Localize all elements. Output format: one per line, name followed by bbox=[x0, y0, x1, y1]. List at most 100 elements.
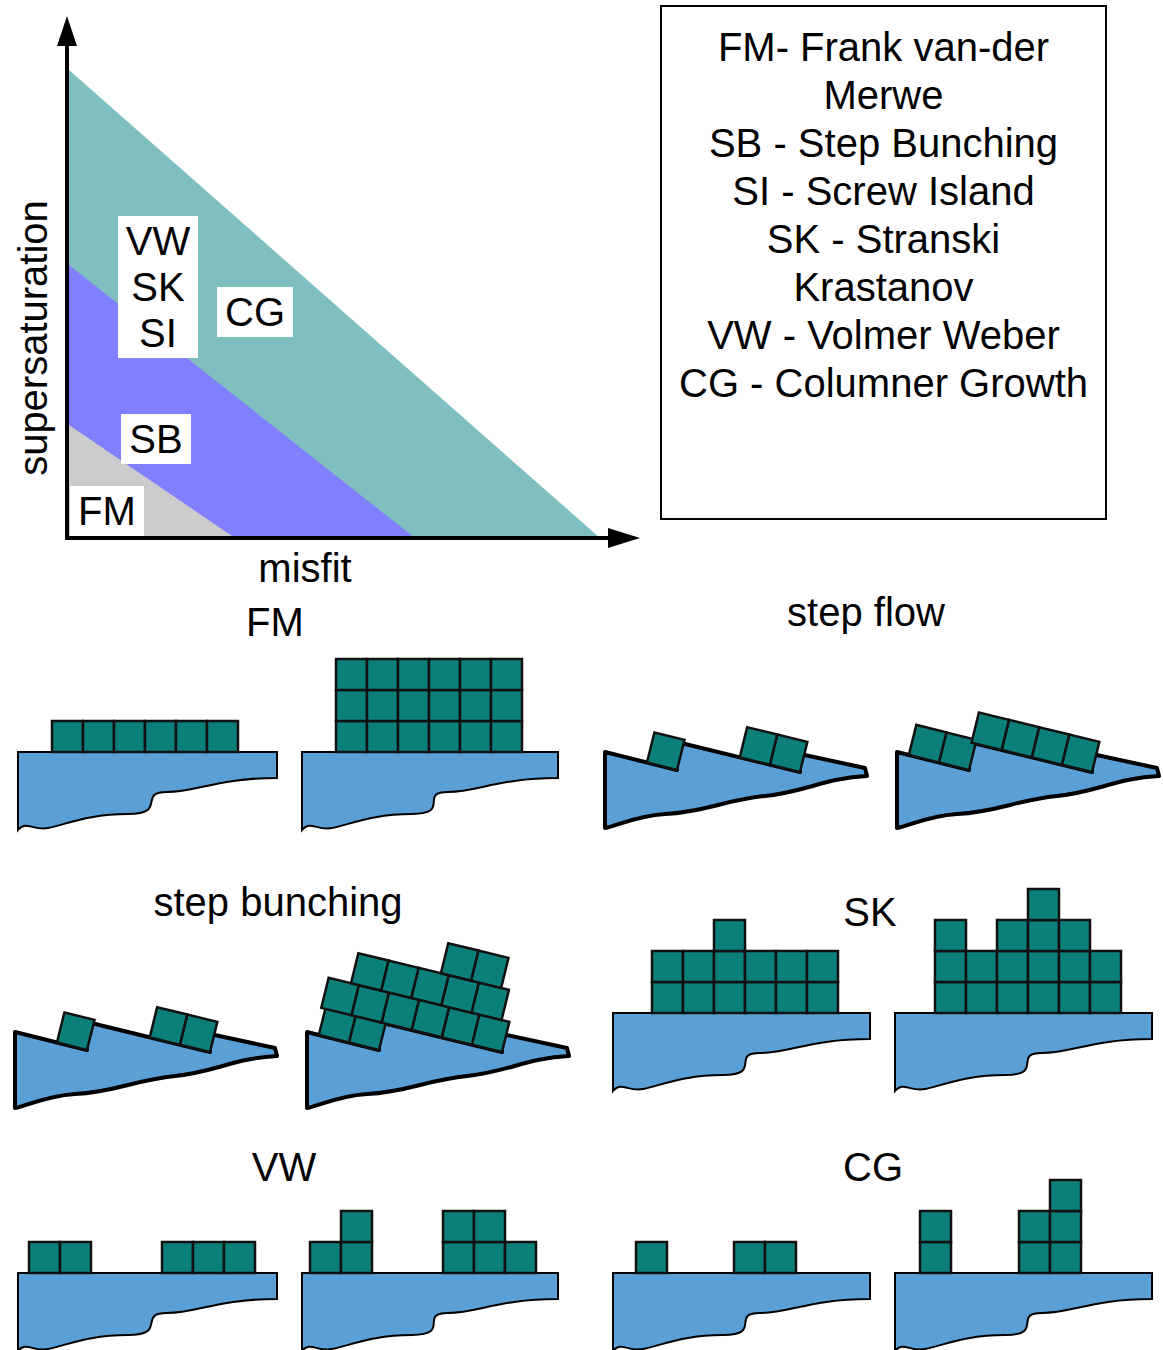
region-code: SB bbox=[129, 416, 182, 462]
legend-entry: FM- Frank van-der Merwe bbox=[672, 23, 1095, 119]
block bbox=[114, 721, 145, 752]
block bbox=[1028, 951, 1059, 982]
vicinal-substrate bbox=[15, 1022, 277, 1108]
block bbox=[341, 1211, 372, 1242]
block bbox=[652, 982, 683, 1013]
block bbox=[429, 690, 460, 721]
block bbox=[336, 659, 367, 690]
block bbox=[491, 690, 522, 721]
block bbox=[683, 982, 714, 1013]
block bbox=[636, 1242, 667, 1273]
substrate bbox=[18, 752, 277, 830]
cg-region bbox=[69, 70, 600, 538]
block bbox=[367, 690, 398, 721]
block bbox=[966, 951, 997, 982]
block bbox=[776, 982, 807, 1013]
block bbox=[1050, 1180, 1081, 1211]
block bbox=[145, 721, 176, 752]
panel-title: FM bbox=[246, 599, 304, 645]
block bbox=[367, 659, 398, 690]
adatom-blocks bbox=[321, 918, 524, 1052]
block bbox=[807, 951, 838, 982]
block bbox=[714, 982, 745, 1013]
block bbox=[966, 982, 997, 1013]
adatom-blocks bbox=[636, 1242, 796, 1273]
substrate bbox=[895, 1013, 1152, 1091]
block bbox=[57, 1012, 95, 1050]
adatom-blocks bbox=[652, 920, 838, 1013]
block bbox=[997, 982, 1028, 1013]
legend-entry: SI - Screw Island bbox=[672, 167, 1095, 215]
block bbox=[491, 659, 522, 690]
adatom-blocks bbox=[935, 889, 1121, 1013]
substrate bbox=[302, 1273, 558, 1350]
block bbox=[909, 725, 947, 763]
axis-title: misfit bbox=[258, 545, 351, 591]
block bbox=[935, 920, 966, 951]
adatom-blocks bbox=[52, 721, 238, 752]
legend-entry: SB - Step Bunching bbox=[672, 119, 1095, 167]
block bbox=[429, 659, 460, 690]
block bbox=[460, 721, 491, 752]
block bbox=[150, 1007, 187, 1044]
x-axis bbox=[65, 536, 615, 540]
block bbox=[398, 659, 429, 690]
block bbox=[336, 690, 367, 721]
block bbox=[683, 951, 714, 982]
region-code: FM bbox=[78, 488, 136, 534]
block bbox=[997, 951, 1028, 982]
block bbox=[162, 1242, 193, 1273]
y-axis bbox=[65, 40, 69, 540]
block bbox=[398, 690, 429, 721]
panel-title: CG bbox=[843, 1144, 903, 1190]
legend-entry: SK - Stranski Krastanov bbox=[672, 215, 1095, 311]
adatom-blocks bbox=[150, 1007, 218, 1052]
block bbox=[29, 1242, 60, 1273]
block bbox=[740, 727, 777, 764]
block bbox=[776, 951, 807, 982]
block bbox=[193, 1242, 224, 1273]
block bbox=[460, 690, 491, 721]
block bbox=[460, 659, 491, 690]
legend-box: FM- Frank van-der MerweSB - Step Bunchin… bbox=[660, 5, 1107, 520]
block bbox=[647, 732, 685, 770]
adatom-blocks bbox=[336, 659, 522, 752]
block bbox=[505, 1242, 536, 1273]
substrate bbox=[613, 1273, 870, 1350]
block bbox=[1019, 1211, 1050, 1242]
substrate bbox=[18, 1273, 277, 1350]
block bbox=[920, 1242, 951, 1273]
block bbox=[652, 951, 683, 982]
substrate bbox=[895, 1273, 1152, 1350]
block bbox=[1028, 982, 1059, 1013]
block bbox=[997, 920, 1028, 951]
block bbox=[398, 721, 429, 752]
arrow-head bbox=[608, 528, 640, 548]
substrate bbox=[613, 1013, 870, 1091]
block bbox=[474, 1242, 505, 1273]
block bbox=[935, 951, 966, 982]
block bbox=[1090, 982, 1121, 1013]
region-label-box: SB bbox=[121, 414, 190, 464]
block bbox=[1050, 1211, 1081, 1242]
block bbox=[972, 713, 1009, 750]
block bbox=[441, 943, 478, 980]
block bbox=[1050, 1242, 1081, 1273]
block bbox=[1028, 889, 1059, 920]
block bbox=[745, 951, 776, 982]
block bbox=[176, 721, 207, 752]
block bbox=[1090, 951, 1121, 982]
block bbox=[443, 1242, 474, 1273]
axis-title: supersaturation bbox=[10, 200, 56, 476]
block bbox=[714, 951, 745, 982]
adatom-blocks bbox=[740, 727, 808, 772]
adatom-blocks bbox=[920, 1180, 1081, 1273]
block bbox=[1019, 1242, 1050, 1273]
adatom-blocks bbox=[57, 1012, 95, 1050]
arrow-head bbox=[57, 16, 77, 46]
block bbox=[491, 721, 522, 752]
block bbox=[52, 721, 83, 752]
block bbox=[745, 982, 776, 1013]
block bbox=[474, 1211, 505, 1242]
block bbox=[920, 1211, 951, 1242]
